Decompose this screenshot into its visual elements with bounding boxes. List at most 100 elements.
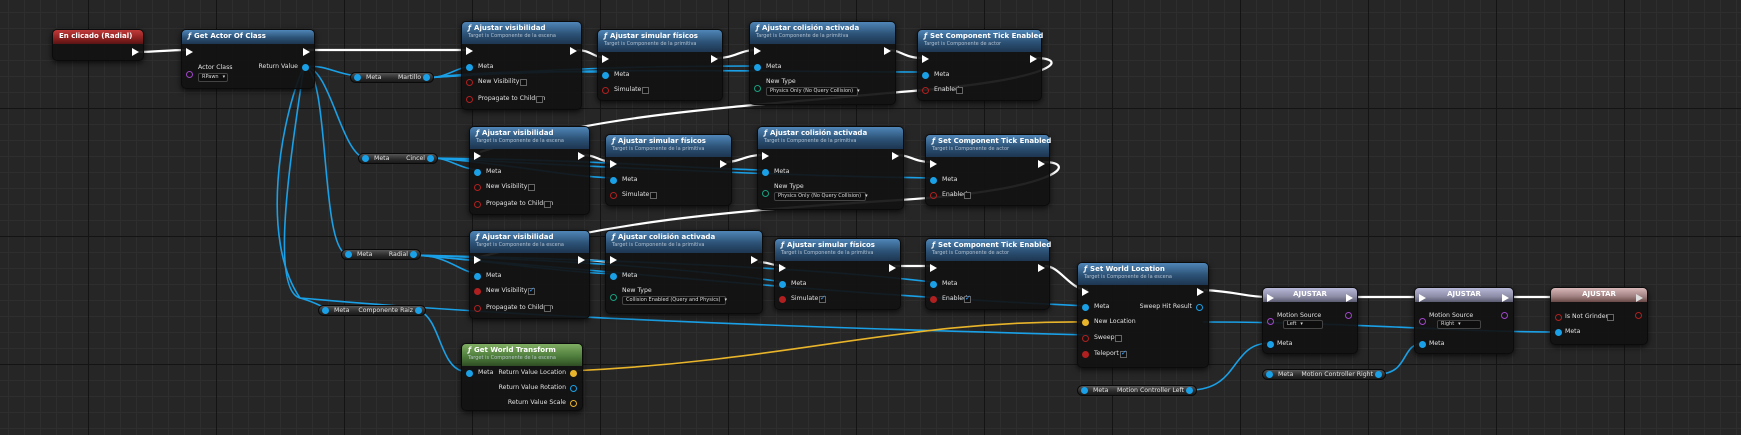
simulate-checkbox[interactable] bbox=[650, 192, 657, 199]
new-type-pin[interactable] bbox=[610, 294, 617, 301]
meta-pin[interactable] bbox=[1082, 304, 1089, 311]
var-out-pin[interactable] bbox=[423, 74, 430, 81]
enabled-pin[interactable] bbox=[930, 296, 937, 303]
meta-pin[interactable] bbox=[1267, 341, 1274, 348]
new-type-dropdown[interactable]: Collision Enabled (Query and Physics)▾ bbox=[622, 296, 727, 305]
exec-out-pin[interactable] bbox=[1346, 294, 1353, 302]
exec-out-pin[interactable] bbox=[1636, 294, 1643, 302]
return-value-pin[interactable] bbox=[302, 64, 309, 71]
exec-out-pin[interactable] bbox=[889, 264, 896, 272]
meta-pin[interactable] bbox=[602, 72, 609, 79]
new-visibility-checkbox[interactable] bbox=[528, 184, 535, 191]
propagate-pin[interactable] bbox=[466, 96, 473, 103]
motion-source-pin[interactable] bbox=[1267, 318, 1274, 325]
actor-class-dropdown[interactable]: RPawn▾ bbox=[198, 73, 228, 82]
return-rotation-pin[interactable] bbox=[570, 385, 577, 392]
new-type-dropdown[interactable]: Physics Only (No Query Collision)▾ bbox=[766, 87, 860, 96]
is-not-grinder-checkbox[interactable] bbox=[1607, 314, 1614, 321]
exec-out-pin[interactable] bbox=[892, 152, 899, 160]
motion-source-out-pin[interactable] bbox=[1501, 312, 1508, 319]
var-node-cincel[interactable]: Meta Cincel bbox=[358, 153, 438, 164]
meta-in-pin[interactable] bbox=[362, 155, 369, 162]
exec-out-pin[interactable] bbox=[303, 48, 310, 56]
exec-out-pin[interactable] bbox=[1038, 264, 1045, 272]
enabled-pin[interactable] bbox=[930, 192, 937, 199]
new-location-pin[interactable] bbox=[1082, 319, 1089, 326]
exec-in-pin[interactable] bbox=[1555, 294, 1562, 302]
exec-out-pin[interactable] bbox=[711, 55, 718, 63]
simulate-pin[interactable] bbox=[779, 296, 786, 303]
enabled-checkbox[interactable] bbox=[964, 192, 971, 199]
exec-in-pin[interactable] bbox=[762, 152, 769, 160]
meta-in-pin[interactable] bbox=[345, 251, 352, 258]
meta-pin[interactable] bbox=[762, 169, 769, 176]
propagate-checkbox[interactable] bbox=[544, 201, 551, 208]
simulate-pin[interactable] bbox=[602, 87, 609, 94]
exec-in-pin[interactable] bbox=[602, 55, 609, 63]
motion-source-out-pin[interactable] bbox=[1345, 312, 1352, 319]
new-type-pin[interactable] bbox=[754, 85, 761, 92]
var-node-motion-controller-left[interactable]: Meta Motion Controller Left bbox=[1077, 385, 1197, 396]
exec-in-pin[interactable] bbox=[474, 256, 481, 264]
meta-pin[interactable] bbox=[1555, 329, 1562, 336]
propagate-pin[interactable] bbox=[474, 305, 481, 312]
meta-pin[interactable] bbox=[466, 64, 473, 71]
exec-in-pin[interactable] bbox=[1082, 288, 1089, 296]
exec-out-pin[interactable] bbox=[1502, 294, 1509, 302]
propagate-checkbox[interactable] bbox=[544, 305, 551, 312]
exec-out-pin[interactable] bbox=[578, 256, 585, 264]
simulate-checkbox[interactable] bbox=[819, 294, 826, 303]
meta-pin[interactable] bbox=[474, 169, 481, 176]
ajustar-node-left[interactable]: AJUSTAR Motion Source Left▾ Meta bbox=[1262, 287, 1358, 354]
exec-in-pin[interactable] bbox=[922, 55, 929, 63]
new-visibility-pin[interactable] bbox=[466, 79, 473, 86]
exec-in-pin[interactable] bbox=[466, 47, 473, 55]
exec-out-pin[interactable] bbox=[1030, 55, 1037, 63]
sweep-checkbox[interactable] bbox=[1115, 335, 1122, 342]
meta-in-pin[interactable] bbox=[354, 74, 361, 81]
meta-pin[interactable] bbox=[610, 177, 617, 184]
meta-pin[interactable] bbox=[1419, 341, 1426, 348]
is-not-grinder-pin[interactable] bbox=[1555, 314, 1562, 321]
return-location-pin[interactable] bbox=[570, 370, 577, 377]
meta-pin[interactable] bbox=[474, 273, 481, 280]
exec-in-pin[interactable] bbox=[930, 160, 937, 168]
meta-in-pin[interactable] bbox=[1081, 387, 1088, 394]
exec-out-pin[interactable] bbox=[751, 256, 758, 264]
meta-pin[interactable] bbox=[930, 281, 937, 288]
new-visibility-pin[interactable] bbox=[474, 288, 481, 295]
var-out-pin[interactable] bbox=[1186, 387, 1193, 394]
simulate-checkbox[interactable] bbox=[642, 87, 649, 94]
new-type-pin[interactable] bbox=[762, 190, 769, 197]
propagate-checkbox[interactable] bbox=[536, 96, 543, 103]
meta-in-pin[interactable] bbox=[322, 307, 329, 314]
var-out-pin[interactable] bbox=[427, 155, 434, 162]
teleport-checkbox[interactable] bbox=[1120, 349, 1127, 358]
var-out-pin[interactable] bbox=[410, 251, 417, 258]
new-visibility-checkbox[interactable] bbox=[520, 79, 527, 86]
var-out-pin[interactable] bbox=[415, 307, 422, 314]
exec-in-pin[interactable] bbox=[186, 48, 193, 56]
enabled-pin[interactable] bbox=[922, 87, 929, 94]
exec-in-pin[interactable] bbox=[930, 264, 937, 272]
exec-in-pin[interactable] bbox=[474, 152, 481, 160]
exec-in-pin[interactable] bbox=[754, 47, 761, 55]
meta-in-pin[interactable] bbox=[1266, 371, 1273, 378]
exec-in-pin[interactable] bbox=[610, 256, 617, 264]
motion-source-dropdown[interactable]: Right▾ bbox=[1437, 320, 1481, 329]
meta-pin[interactable] bbox=[754, 64, 761, 71]
actor-class-pin[interactable] bbox=[186, 71, 193, 78]
exec-out-pin[interactable] bbox=[1197, 288, 1204, 296]
motion-source-pin[interactable] bbox=[1419, 318, 1426, 325]
event-node[interactable]: En clicado (Radial) bbox=[52, 29, 144, 61]
